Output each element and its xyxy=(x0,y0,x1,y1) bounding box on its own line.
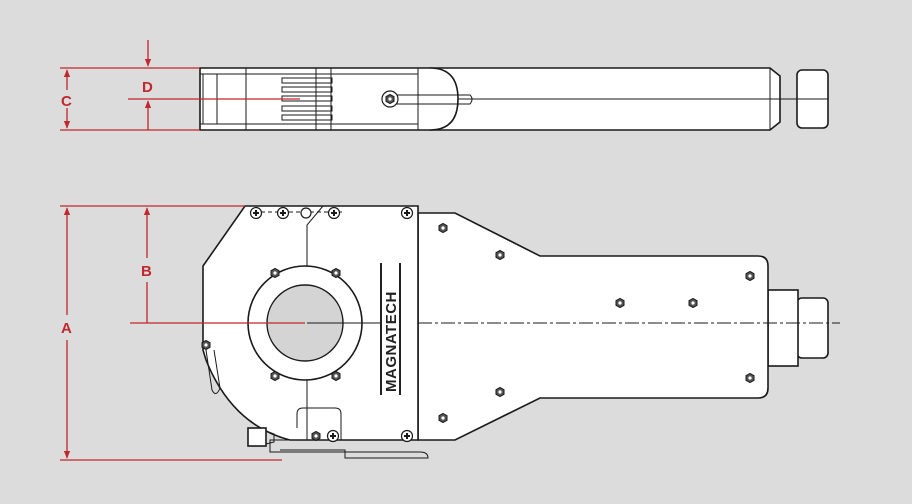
top-view xyxy=(199,67,829,131)
dimension-a-label: A xyxy=(61,320,72,337)
dimension-b-label: B xyxy=(141,263,152,280)
side-end-cap xyxy=(796,297,829,359)
side-view: MAGNATECH xyxy=(201,205,840,459)
dimension-lines: C D A B xyxy=(60,40,305,461)
brand-label: MAGNATECH xyxy=(383,291,400,392)
magnatech-logo: MAGNATECH xyxy=(380,263,401,395)
side-body xyxy=(417,212,769,441)
dimension-c-label: C xyxy=(61,93,72,110)
dimension-d-label: D xyxy=(142,79,153,96)
